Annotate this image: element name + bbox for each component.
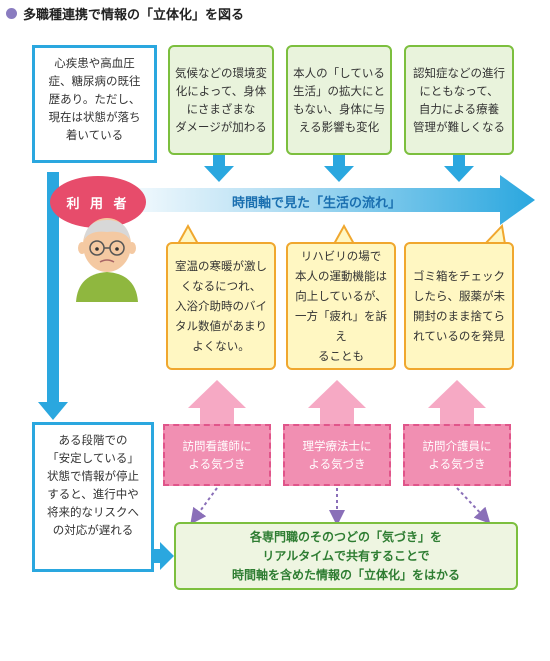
bullet-icon	[6, 8, 17, 19]
elderly-person-icon	[76, 218, 138, 302]
dotted-arrows	[190, 487, 491, 526]
conclusion-box: 各専門職のそのつどの「気づき」を リアルタイムで共有することで 時間軸を含めた情…	[174, 522, 518, 590]
caregiver-observation-box: ゴミ箱をチェック したら、服薬が未 開封のまま捨てら れているのを発見	[404, 242, 514, 370]
diagram-title: 多職種連携で情報の「立体化」を図る	[6, 4, 244, 23]
warning-to-conclusion-arrow	[154, 542, 174, 570]
patient-note-box: 心疾患や高血圧 症、糖尿病の既往 歴あり。ただし、 現在は状態が落ち 着いている	[32, 45, 157, 163]
top-box-arrows	[204, 155, 474, 182]
dementia-progress-box: 認知症などの進行 にともなって、 自力による療養 管理が難しくなる	[404, 45, 514, 155]
title-text: 多職種連携で情報の「立体化」を図る	[23, 8, 245, 23]
user-label: 利 用 者	[50, 176, 146, 228]
visiting-nurse-box: 訪問看護師に よる気づき	[163, 424, 271, 486]
timeline-arrow	[100, 175, 535, 225]
warning-box: ある段階での 「安定している」 状態で情報が停止 すると、進行中や 将来的なリス…	[32, 422, 154, 572]
physical-therapist-box: 理学療法士に よる気づき	[283, 424, 391, 486]
home-caregiver-box: 訪問介護員に よる気づき	[403, 424, 511, 486]
timeline-label: 時間軸で見た「生活の流れ」	[232, 196, 402, 211]
therapist-observation-box: リハビリの場で 本人の運動機能は 向上しているが、 一方「疲れ」を訴え ることも	[286, 242, 396, 370]
patient-down-arrowhead	[38, 402, 68, 420]
patient-down-line	[47, 172, 59, 404]
nurse-observation-box: 室温の寒暖が激し くなるにつれ、 入浴介助時のバイ タル数値があまり よくない。	[166, 242, 276, 370]
lifestyle-expansion-box: 本人の「している 生活」の拡大にと もない、身体に与 える影響も変化	[286, 45, 392, 155]
environment-change-box: 気候などの環境変 化によって、身体 にさまざまな ダメージが加わる	[168, 45, 274, 155]
pink-up-arrows	[188, 380, 486, 424]
